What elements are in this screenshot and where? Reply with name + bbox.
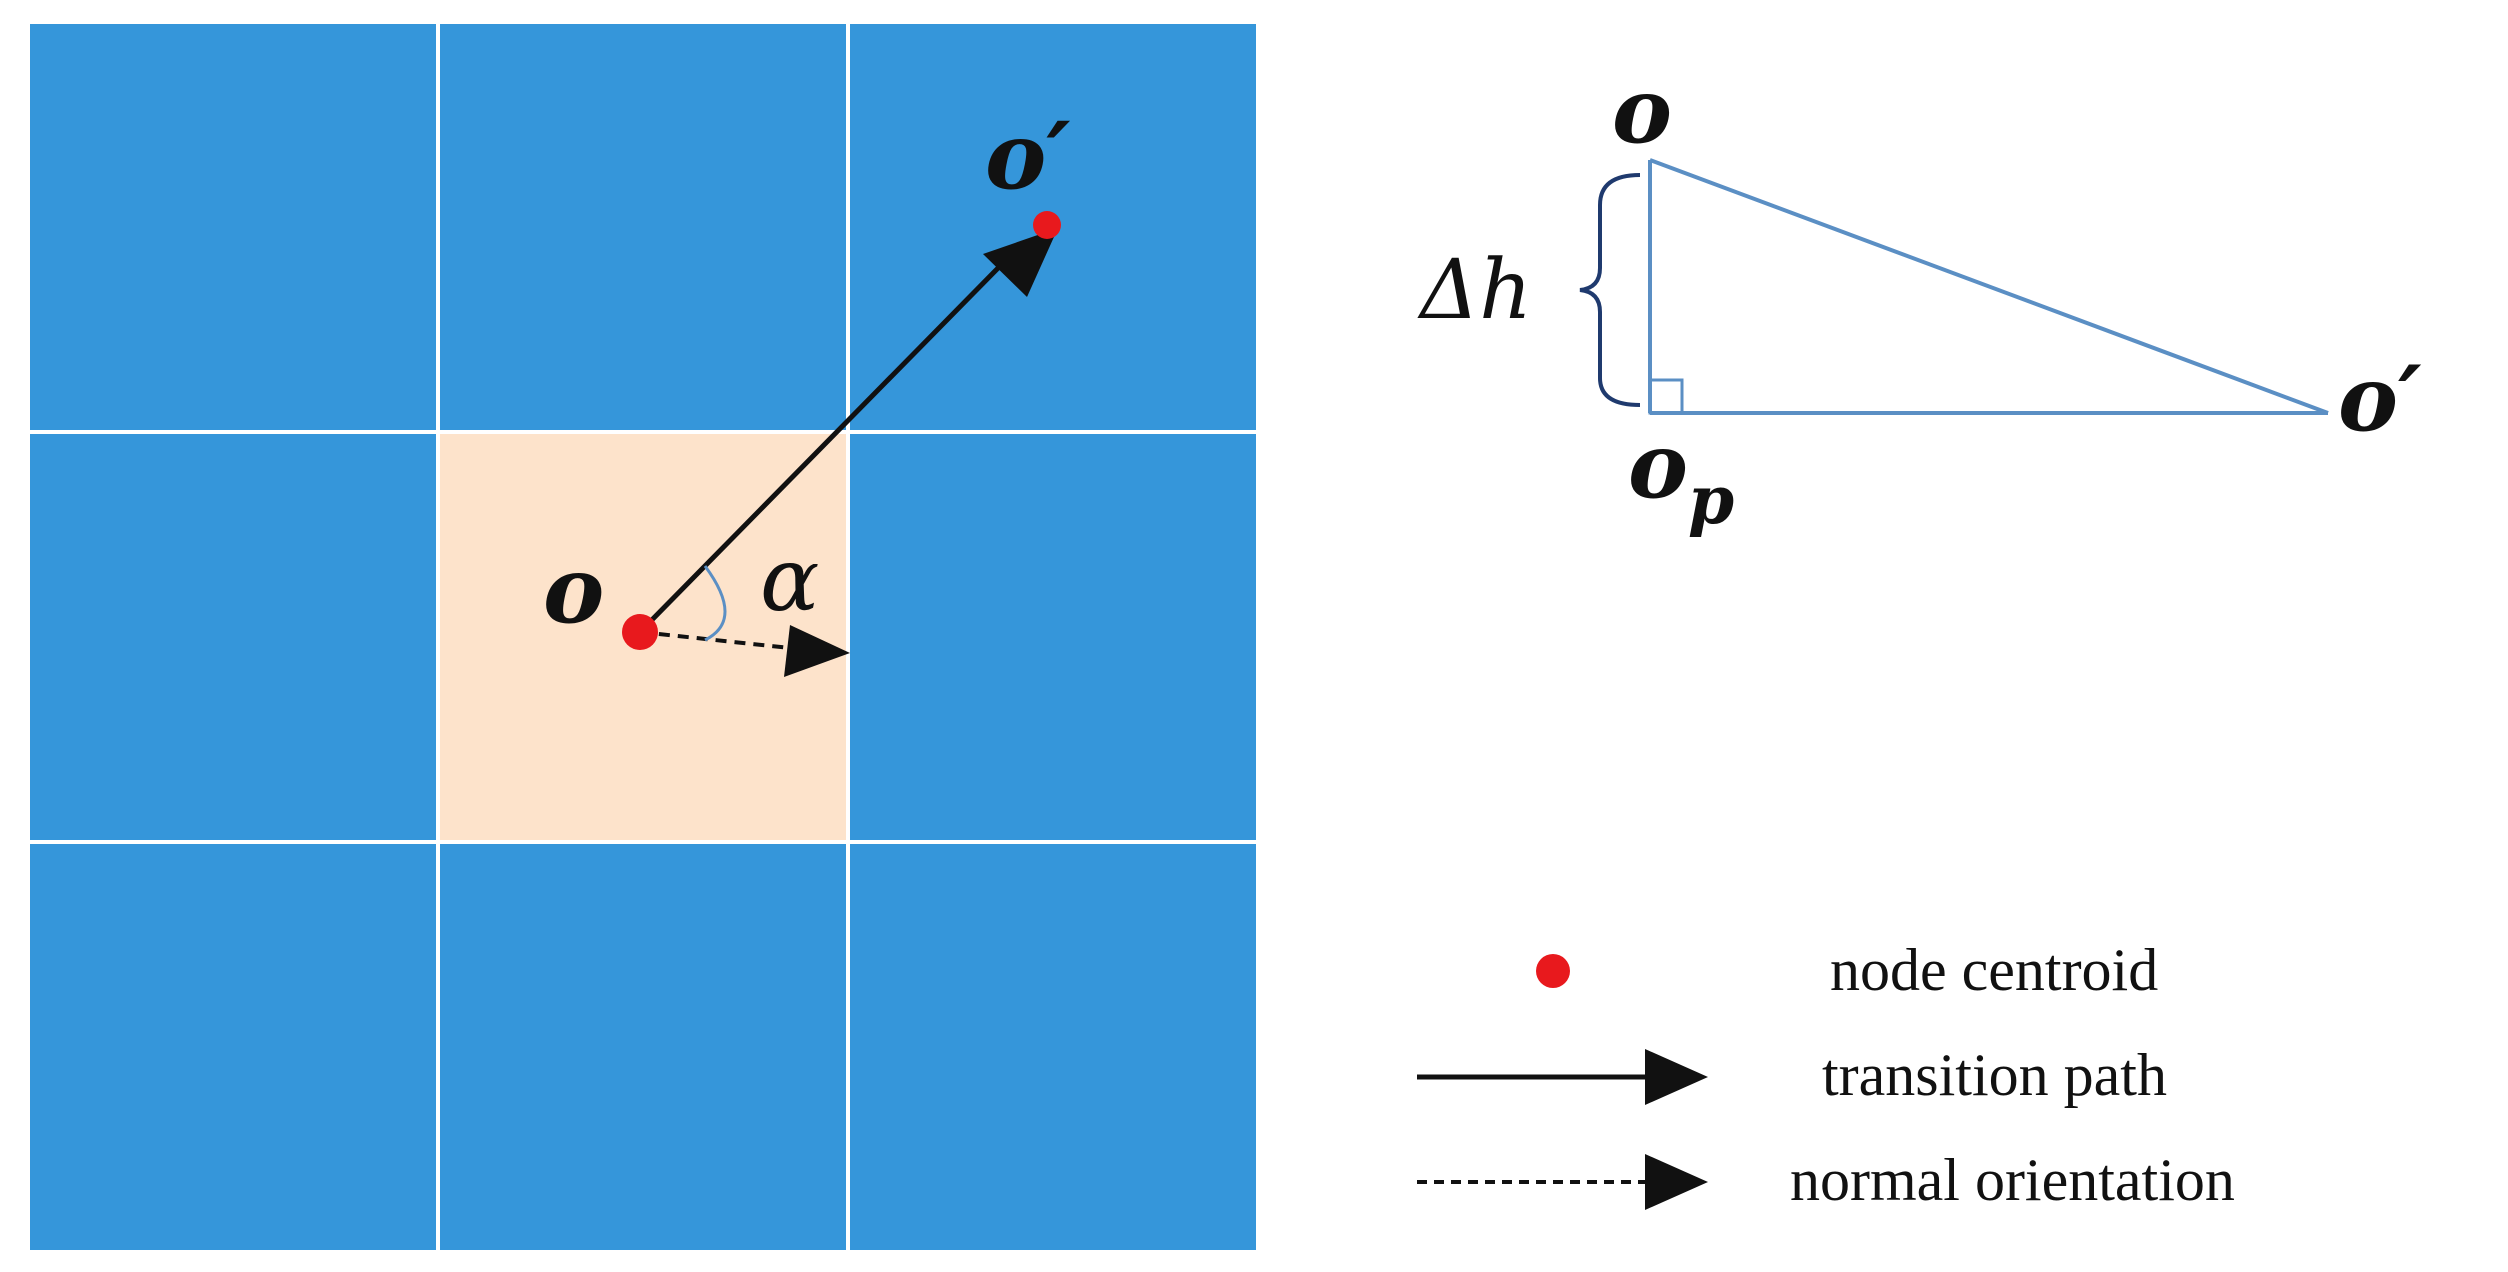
centroid-o <box>622 614 658 650</box>
normal-arrowhead <box>784 625 850 677</box>
normal-orientation-arrow <box>639 625 850 677</box>
label-o-prime: o′ <box>985 102 1071 210</box>
alpha-angle-arc <box>703 565 727 642</box>
delta-h-brace <box>1579 173 1641 407</box>
solid-arrow-icon <box>1417 1049 1708 1105</box>
grid-cell <box>440 24 846 430</box>
label-delta-h: Δh <box>1417 243 1532 338</box>
transition-path-arrow <box>638 228 1058 634</box>
grid-cell <box>850 434 1256 840</box>
triangle-label-o: o <box>1612 58 1672 164</box>
grid-cell <box>440 844 846 1250</box>
centroid-o-prime <box>1033 211 1061 239</box>
height-triangle <box>1648 158 2329 415</box>
grid-cell <box>30 434 436 840</box>
grid-cell <box>30 24 436 430</box>
triangle-label-o-prime: o′ <box>2338 346 2422 452</box>
label-o: o <box>543 536 604 644</box>
legend-label-transition: transition path <box>1822 1042 2167 1108</box>
triangle-label-op: op <box>1628 413 1734 539</box>
red-dot-icon <box>1536 954 1570 988</box>
legend: node centroid transition path normal ori… <box>1417 937 2235 1213</box>
label-alpha: α <box>760 528 819 631</box>
legend-label-centroid: node centroid <box>1830 937 2158 1003</box>
right-angle-marker <box>1648 378 1684 415</box>
dashed-arrow-icon <box>1417 1154 1708 1210</box>
legend-label-normal: normal orientation <box>1790 1147 2235 1213</box>
grid-cell <box>850 844 1256 1250</box>
transition-arrowhead <box>983 228 1058 297</box>
grid-cell <box>30 844 436 1250</box>
